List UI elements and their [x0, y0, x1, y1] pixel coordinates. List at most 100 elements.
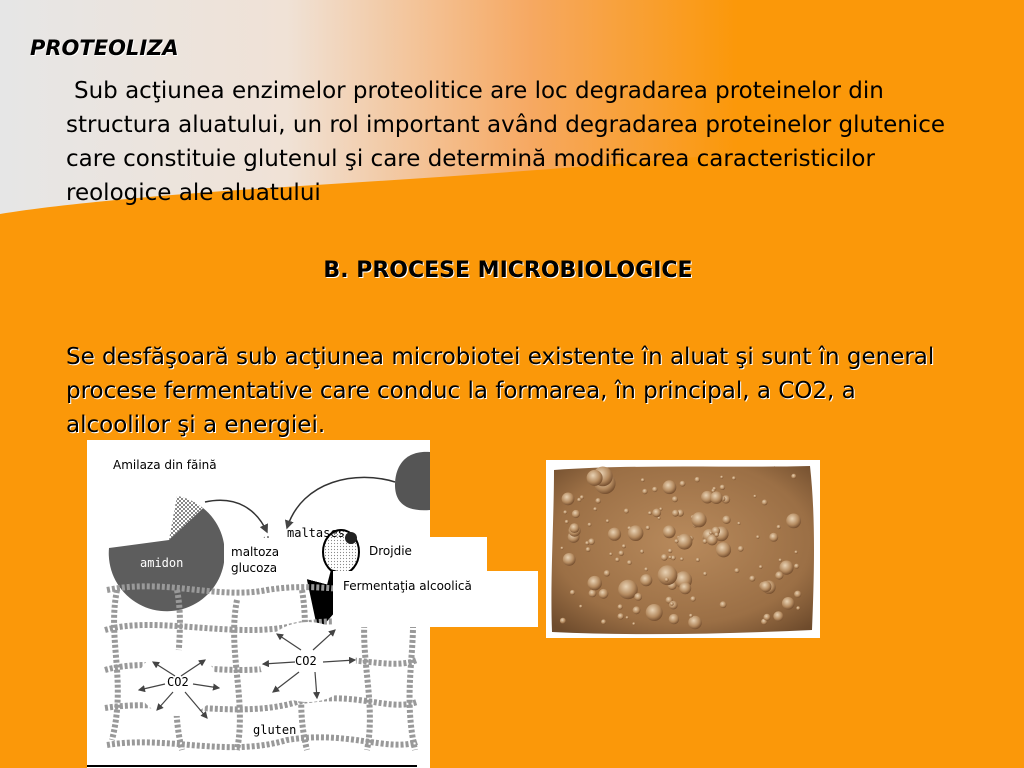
dough-bubble: [781, 597, 795, 610]
dough-bubble: [670, 555, 676, 561]
dough-bubble: [634, 593, 643, 601]
dough-bubble: [763, 613, 771, 621]
dough-bubble: [563, 510, 568, 515]
maltoza-glucoza-box: maltoza glucoza: [224, 538, 294, 584]
dough-bubble: [595, 498, 601, 504]
dough-bubble: [585, 541, 590, 546]
dough-bubble: [645, 525, 650, 530]
dough-bubble: [778, 558, 782, 562]
dough-bubble: [775, 571, 784, 580]
dough-bubble: [753, 494, 757, 498]
dough-bubble: [722, 515, 731, 524]
dough-bubble: [601, 619, 607, 625]
dough-bubble: [674, 539, 679, 544]
dough-bubble: [714, 532, 719, 537]
dough-bubble: [794, 590, 802, 598]
dough-bubble: [667, 548, 673, 554]
dough-bubble: [645, 604, 663, 621]
dough-bubble: [640, 574, 653, 587]
slide-title: PROTEOLIZA: [30, 36, 179, 60]
dough-bubble: [676, 509, 684, 517]
dough-bubble: [593, 507, 598, 511]
dough-photo: [546, 460, 820, 638]
dough-bubble: [569, 589, 576, 596]
dough-bubbles-image: [551, 466, 814, 635]
dough-bubble: [571, 509, 580, 519]
dough-bubble: [668, 555, 672, 559]
dough-bubble: [632, 606, 641, 615]
dough-bubble: [607, 527, 622, 541]
dough-bubble: [648, 511, 652, 515]
amylase-wedge: [169, 496, 203, 540]
yeast-cell: [395, 451, 430, 511]
dough-bubble: [627, 525, 644, 541]
dough-bubble: [579, 604, 583, 608]
co2-label-1: CO2: [167, 675, 189, 689]
dough-bubble: [679, 582, 692, 595]
dough-bubble: [561, 492, 575, 506]
dough-bubble: [689, 613, 693, 618]
dough-bubble: [560, 546, 564, 550]
dough-bubble: [660, 554, 668, 561]
dough-bubble: [691, 512, 707, 528]
dough-bubble: [640, 478, 645, 482]
dough-bubble: [737, 545, 744, 552]
fermentation-arrow: [306, 569, 354, 632]
co2-bubble-2: [260, 622, 356, 702]
dough-bubble: [587, 575, 602, 591]
dough-bubble: [615, 557, 620, 562]
dough-bubble: [609, 552, 613, 556]
dough-bubble: [603, 570, 611, 577]
dough-bubble: [676, 533, 693, 550]
dough-bubble: [711, 488, 715, 493]
dough-bubble: [719, 484, 726, 490]
dough-bubble: [662, 525, 676, 539]
dough-bubble: [703, 571, 708, 576]
dough-bubble: [652, 508, 662, 518]
dough-bubble: [737, 521, 741, 525]
dough-bubble: [632, 622, 636, 626]
dough-bubble: [642, 488, 648, 495]
dough-bubble: [644, 567, 649, 572]
dough-bubble: [564, 519, 569, 524]
dough-bubble: [562, 553, 576, 566]
dough-bubble: [621, 544, 626, 549]
dough-bubble: [588, 589, 597, 598]
dough-bubble: [657, 565, 678, 586]
amylase-arrow: [204, 499, 268, 534]
dough-bubble: [702, 538, 708, 544]
drojdie-label: Drojdie: [369, 544, 412, 558]
dough-bubble: [679, 480, 686, 487]
dough-bubble: [688, 615, 702, 630]
dough-bubble: [618, 579, 638, 600]
dough-bubble: [669, 602, 674, 606]
dough-bubble: [627, 560, 632, 565]
dough-bubble: [659, 507, 663, 511]
dough-bubble: [710, 491, 723, 504]
dough-bubble: [695, 557, 700, 562]
co2-arrows-2: [261, 629, 357, 700]
dough-bubble: [796, 606, 801, 611]
dough-bubble: [640, 549, 644, 554]
dough-bubble: [690, 596, 696, 602]
dough-bubble: [715, 542, 732, 558]
dough-bubble: [668, 613, 680, 625]
dough-bubble: [694, 476, 700, 483]
dough-bubble: [779, 560, 794, 575]
yeast-nucleus-icon: [345, 532, 357, 544]
proteoliza-paragraph: Sub acţiunea enzimelor proteolitice are …: [66, 78, 946, 206]
dough-bubble: [671, 496, 678, 503]
dough-bubble: [749, 575, 756, 582]
dough-bubble: [720, 475, 724, 479]
dough-bubble: [769, 532, 779, 542]
dough-bubble: [618, 550, 624, 556]
dough-bubble: [652, 486, 658, 493]
dough-bubble: [760, 581, 772, 593]
dough-bubble: [679, 557, 684, 561]
microbiological-paragraph: Se desfăşoară sub acţiunea microbiotei e…: [66, 344, 935, 438]
maltases-label: maltases: [287, 526, 345, 540]
fermentatie-label: Fermentaţia alcoolică: [343, 579, 472, 593]
dough-bubble: [657, 516, 661, 520]
dough-bubble: [577, 497, 582, 502]
dough-bubble: [559, 617, 566, 624]
